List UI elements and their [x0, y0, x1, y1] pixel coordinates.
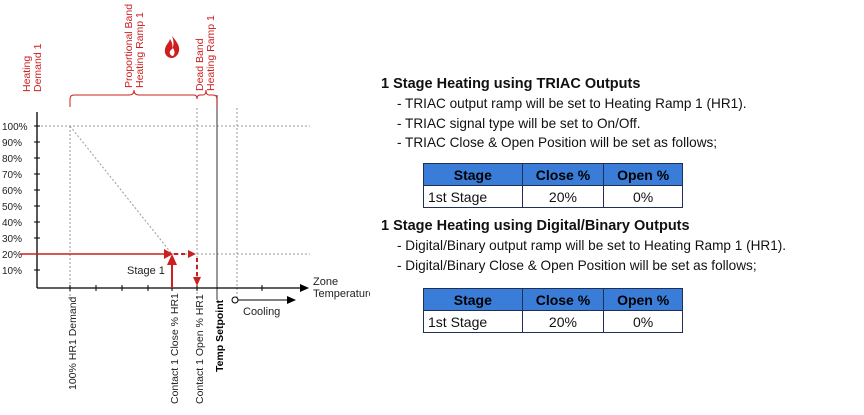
y-tick-label: 80%	[2, 154, 22, 165]
contact-close-arrowhead	[167, 254, 177, 265]
table-cell-stage: 1st Stage	[423, 310, 523, 333]
demand-ramp-line	[69, 125, 173, 255]
contact-open-arrowhead	[193, 277, 201, 286]
flame-icon	[164, 36, 180, 58]
x-label-contact-close: Contact 1 Close % HR1	[169, 293, 181, 404]
triac-table: Stage Close % Open % 1st Stage 20% 0%	[423, 163, 683, 208]
table-row: 1st Stage 20% 0%	[423, 185, 683, 208]
dead-band-label: Dead Band Heating Ramp 1	[194, 15, 217, 91]
axes	[36, 112, 300, 289]
dead-band-line1: Dead Band	[194, 38, 206, 91]
x-label-contact-open: Contact 1 Open % HR1	[194, 294, 206, 404]
grid-lines	[37, 108, 310, 300]
table-cell-open: 0%	[603, 310, 683, 333]
table-header-close: Close %	[521, 163, 605, 186]
zone-label-line1: Zone	[313, 276, 338, 288]
triac-table-header: Stage Close % Open %	[423, 163, 683, 186]
proportional-band-line1: Proportional Band	[123, 4, 135, 88]
heating-ramp-diagram: 100% 90% 80% 70% 60% 50% 40% 30% 20% 10% Heating …	[2, 1, 370, 404]
y-tick-label: 30%	[2, 234, 22, 245]
table-cell-stage: 1st Stage	[423, 185, 523, 208]
digital-title: 1 Stage Heating using Digital/Binary Out…	[381, 218, 690, 234]
zone-label-line2: Temperature	[313, 288, 370, 300]
table-header-open: Open %	[603, 288, 683, 311]
table-header-open: Open %	[603, 163, 683, 186]
digital-table-header: Stage Close % Open %	[423, 288, 683, 311]
dead-band-line2: Heating Ramp 1	[205, 15, 217, 91]
x-label-temp-setpoint: Temp Setpoint	[214, 299, 226, 372]
digital-bullet: - Digital/Binary Close & Open Position w…	[397, 257, 757, 273]
zone-temperature-label: Zone Temperature	[313, 276, 370, 300]
x-axis-arrow	[300, 284, 309, 292]
x-label-100-demand: 100% HR1 Demand	[67, 296, 79, 390]
table-header-stage: Stage	[423, 288, 523, 311]
stage-demand-arrowhead	[164, 249, 173, 259]
y-tick-label: 10%	[2, 266, 22, 277]
table-cell-close: 20%	[521, 185, 605, 208]
y-tick-label: 50%	[2, 202, 22, 213]
band-brace	[69, 89, 218, 107]
heating-demand-label: Heating Demand 1	[21, 43, 44, 92]
table-cell-close: 20%	[521, 310, 605, 333]
digital-bullet: - Digital/Binary output ramp will be set…	[397, 238, 787, 253]
digital-table: Stage Close % Open % 1st Stage 20% 0%	[423, 288, 683, 333]
table-header-stage: Stage	[423, 163, 523, 186]
cooling-arrowhead	[287, 296, 296, 304]
triac-bullets: - TRIAC output ramp will be set to Heati…	[397, 94, 747, 153]
y-tick-label: 40%	[2, 218, 22, 229]
proportional-band-label: Proportional Band Heating Ramp 1	[123, 1, 146, 88]
digital-bullets: - Digital/Binary output ramp will be set…	[397, 236, 786, 275]
table-row: 1st Stage 20% 0%	[423, 310, 683, 333]
y-tick-label: 90%	[2, 138, 22, 149]
y-tick-label: 70%	[2, 170, 22, 181]
triac-bullet: - TRIAC output ramp will be set to Heati…	[397, 96, 747, 111]
table-cell-open: 0%	[603, 185, 683, 208]
y-tick-label: 20%	[2, 250, 22, 261]
triac-title: 1 Stage Heating using TRIAC Outputs	[381, 76, 641, 92]
heating-demand-line1: Heating	[21, 56, 33, 92]
table-header-close: Close %	[521, 288, 605, 311]
y-ticks: 100% 90% 80% 70% 60% 50% 40% 30% 20% 10%	[2, 122, 40, 277]
y-tick-label: 100%	[2, 122, 28, 133]
cooling-origin-marker	[231, 296, 239, 304]
heating-demand-line2: Demand 1	[32, 43, 44, 92]
deadband-dash-arrowhead	[188, 250, 196, 258]
triac-bullet: - TRIAC signal type will be set to On/Of…	[397, 115, 641, 131]
triac-bullet: - TRIAC Close & Open Position will be se…	[397, 135, 718, 150]
stage1-label: Stage 1	[127, 265, 165, 277]
y-tick-label: 60%	[2, 186, 22, 197]
proportional-band-line2: Heating Ramp 1	[134, 12, 146, 88]
cooling-label: Cooling	[243, 306, 280, 318]
